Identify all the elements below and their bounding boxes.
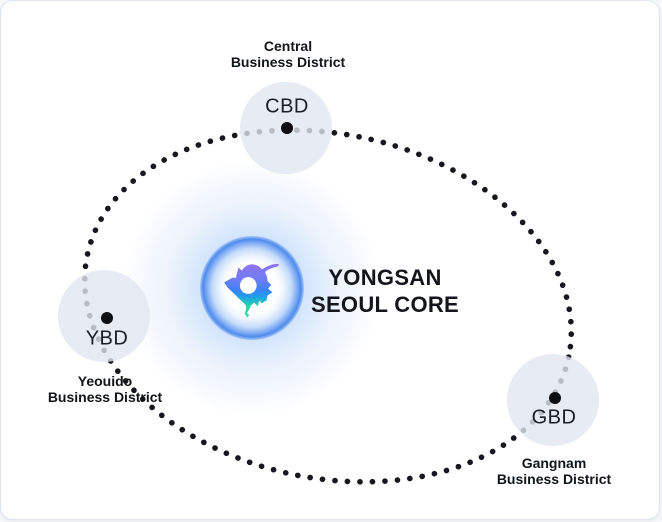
node-label-cbd-line1: Central [263,38,313,54]
core-title: YONGSAN SEOUL CORE [311,264,459,318]
node-label-gbd: Gangnam Business District [497,455,611,487]
yongsan-district-map-icon [224,263,279,318]
node-label-cbd: Central Business District [231,38,345,70]
center-bubble [200,236,304,340]
node-label-ybd: Yeouido Business District [48,373,162,405]
node-dot-gbd [549,392,561,404]
node-label-ybd-line1: Yeouido [77,373,133,389]
node-label-gbd-line2: Business District [496,471,612,487]
node-code-ybd: YBD [85,327,129,350]
node-dot-ybd [101,312,113,324]
node-label-gbd-line1: Gangnam [521,455,587,471]
node-label-ybd-line2: Business District [47,389,163,405]
core-title-line2: SEOUL CORE [310,292,460,317]
node-label-cbd-line2: Business District [230,54,346,70]
core-title-line1: YONGSAN [328,265,442,290]
node-code-cbd: CBD [265,95,309,118]
node-dot-cbd [281,122,293,134]
node-code-gbd: GBD [531,406,577,429]
